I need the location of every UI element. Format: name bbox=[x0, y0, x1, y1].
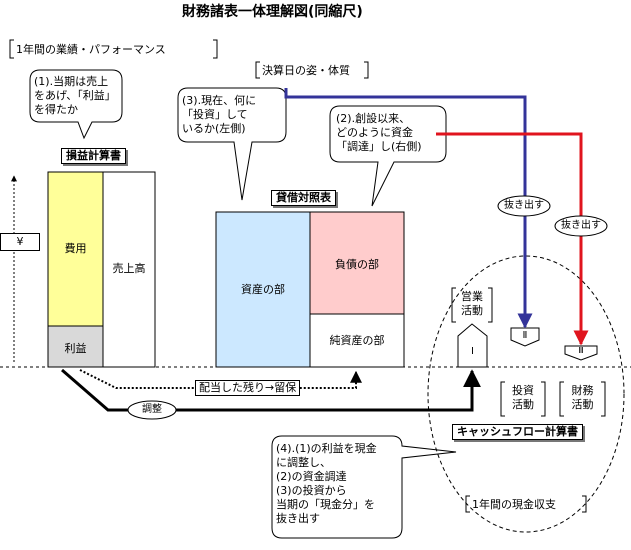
cf-scope-ellipse bbox=[427, 255, 625, 533]
bs-statement-label: 貸借対照表 bbox=[271, 190, 336, 206]
bs-left-callout-text: (3).現在、何に 「投資」して いるか(左側) bbox=[182, 94, 257, 135]
bs-right-callout-text: (2).創設以来、 どのように資金 「調達」し(右側) bbox=[336, 112, 422, 153]
retained-arrow-label: 配当した残り→留保 bbox=[195, 380, 301, 396]
cf-section-1-label: Ⅰ bbox=[471, 346, 474, 357]
cf-section-3-label: Ⅲ bbox=[578, 346, 584, 355]
pl-statement-label: 損益計算書 bbox=[61, 148, 126, 164]
pl-revenue-label: 売上高 bbox=[112, 262, 146, 275]
adjust-oval bbox=[127, 400, 177, 420]
pl-profit-block bbox=[47, 325, 104, 368]
cf-financing-label: 財務 活動 bbox=[571, 384, 594, 411]
cf-investing-label: 投資 活動 bbox=[512, 384, 534, 411]
red-extract-line bbox=[436, 132, 589, 346]
bs-liabilities-block bbox=[309, 211, 405, 315]
cf-section-3-shape bbox=[564, 345, 598, 361]
cf-section-2-label: Ⅱ bbox=[522, 330, 528, 341]
bs-assets-label: 資産の部 bbox=[241, 283, 285, 296]
adjust-arrow-label: 調整 bbox=[142, 404, 162, 415]
extract-label-2: 抜き出す bbox=[561, 220, 601, 231]
pl-period-bracket bbox=[9, 39, 218, 59]
extract-label-1: 抜き出す bbox=[504, 200, 544, 211]
cf-financing-bracket bbox=[559, 381, 606, 417]
pl-expense-block bbox=[47, 171, 104, 327]
bs-net-assets-block bbox=[309, 313, 405, 368]
bs-date-label: 決算日の姿・体質 bbox=[262, 64, 350, 77]
bs-liabilities-label: 負債の部 bbox=[335, 258, 379, 271]
bs-net-assets-label: 純資産の部 bbox=[329, 334, 385, 347]
cf-section-2-shape bbox=[510, 327, 540, 347]
yen-axis-label: ¥ bbox=[0, 233, 40, 251]
cf-operating-label: 営業 活動 bbox=[461, 290, 483, 317]
extract-oval-2 bbox=[554, 215, 608, 237]
pl-period-label: 1年間の業績・パフォーマンス bbox=[16, 43, 166, 56]
cf-callout-bubble bbox=[271, 435, 457, 539]
cf-operating-bracket bbox=[451, 287, 493, 323]
cf-period-label: 1年間の現金収支 bbox=[472, 498, 556, 511]
cf-period-bracket bbox=[465, 495, 587, 513]
pl-callout-bubble bbox=[29, 69, 123, 140]
bs-right-callout-bubble bbox=[329, 105, 447, 207]
pl-profit-label: 利益 bbox=[64, 342, 87, 355]
cf-investing-bracket bbox=[500, 381, 546, 417]
cf-callout-text: (4).(1)の利益を現金 に調整し、 (2)の資金調達 (3)の投資から 当期… bbox=[276, 442, 377, 525]
pl-expense-label: 費用 bbox=[64, 242, 87, 255]
pl-callout-text: (1).当期は売上 をあげ、「利益」 を得たか bbox=[34, 75, 116, 116]
diagram-title: 財務諸表一体理解図(同縮尺) bbox=[182, 4, 363, 20]
bs-date-bracket bbox=[255, 61, 369, 79]
adjust-arrow bbox=[61, 368, 481, 412]
cf-statement-label: キャッシュフロー計算書 bbox=[452, 424, 583, 440]
cf-section-1-shape bbox=[457, 323, 488, 368]
extract-oval-1 bbox=[497, 195, 551, 217]
pl-revenue-block bbox=[102, 171, 156, 368]
